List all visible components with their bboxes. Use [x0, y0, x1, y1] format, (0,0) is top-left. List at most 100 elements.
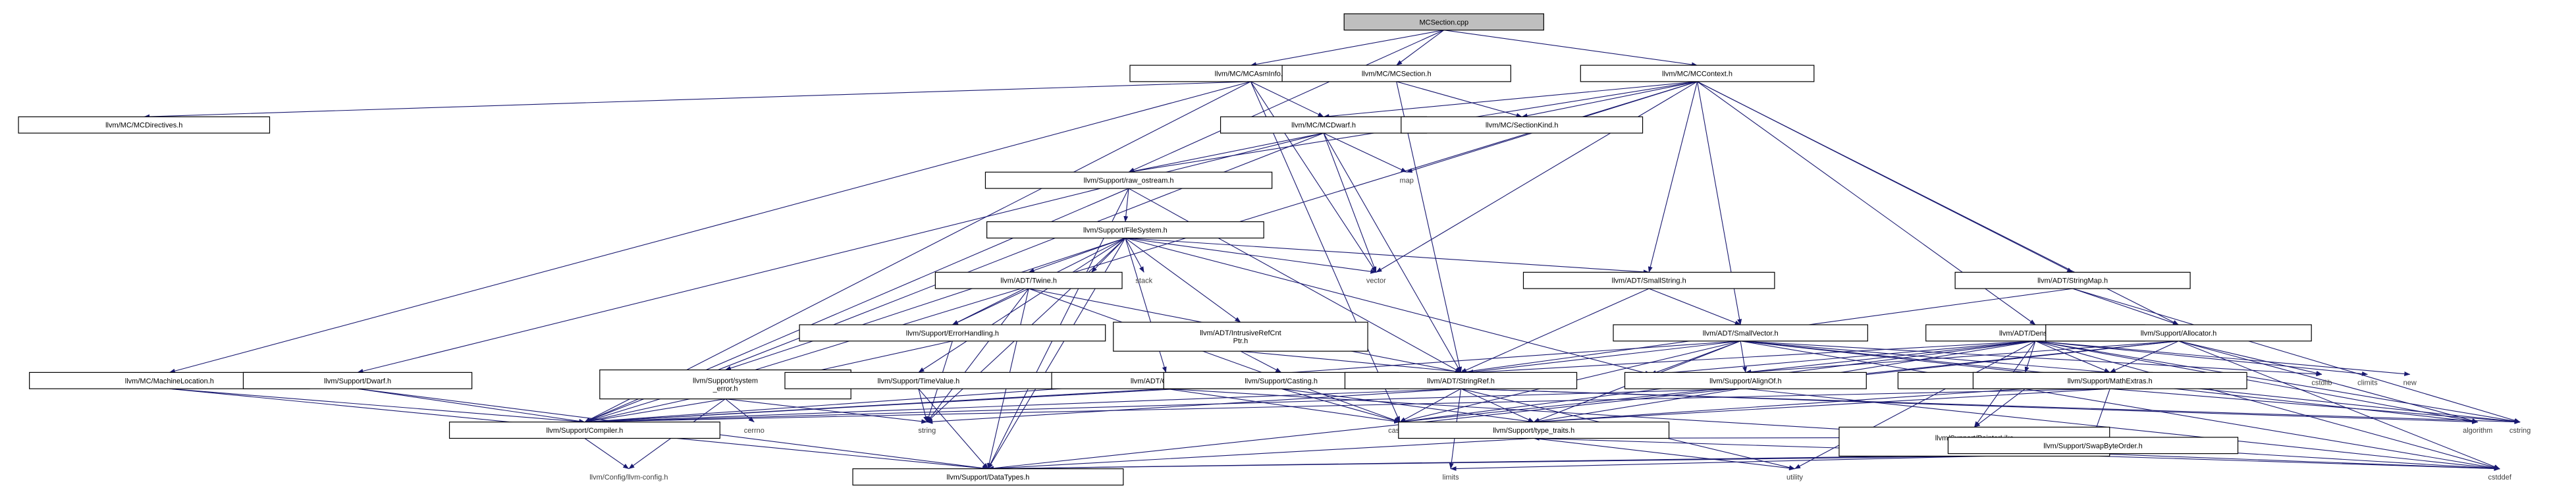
node-allocator[interactable]: llvm/Support/Allocator.h [2045, 324, 2312, 342]
node-mathextras[interactable]: llvm/Support/MathExtras.h [1972, 372, 2247, 389]
edge-mathextras-to-typetraits [1533, 388, 2110, 424]
edge-line [918, 237, 1126, 373]
edge-filesystem-to-stack [1125, 238, 1144, 273]
edge-filesystem-to-owningptr [1125, 238, 1167, 373]
edge-line [1745, 388, 2500, 471]
node-label: llvm/Config/llvm-config.h [589, 474, 668, 482]
edge-densemap-to-mathextras [2035, 341, 2110, 373]
edge-smallvector-to-memory [1467, 341, 1741, 374]
node-stringmap[interactable]: llvm/ADT/StringMap.h [1954, 271, 2191, 289]
node-label: _error.h [712, 385, 738, 393]
edge-smallvector-to-alignof [1740, 341, 1747, 373]
edge-line [2035, 341, 2110, 373]
node-label: llvm/ADT/SmallString.h [1612, 277, 1686, 285]
edge-allocator-to-algorithm [2178, 341, 2479, 423]
node-limits: limits [1443, 474, 1460, 482]
edge-filesystem-to-timevalue [918, 237, 1126, 373]
node-rawostream[interactable]: llvm/Support/raw_ostream.h [984, 171, 1273, 189]
edge-line [584, 81, 1698, 423]
edge-asminfo-to-machineloc [169, 81, 1251, 373]
edge-mccontext-to-sectionkind [1521, 81, 1698, 119]
edge-line [1125, 238, 1167, 373]
node-box [1522, 271, 1775, 289]
node-alignof[interactable]: llvm/Support/AlignOf.h [1624, 372, 1867, 389]
node-stack: stack [1135, 277, 1152, 285]
edge-owningptr-to-cstddef [1166, 388, 2500, 471]
node-twine[interactable]: llvm/ADT/Twine.h [934, 271, 1123, 289]
node-errorhandling[interactable]: llvm/Support/ErrorHandling.h [799, 324, 1106, 342]
edge-line [1250, 30, 1444, 67]
edge-line [357, 388, 585, 424]
edge-line [1533, 388, 2110, 424]
node-box [1624, 372, 1867, 389]
edge-line [1740, 341, 2322, 377]
edge-mccontext-to-vector [1376, 81, 1698, 273]
edge-casting-to-typetraits [1281, 388, 1534, 424]
edge-intrusiveref-to-casting [1240, 350, 1282, 373]
node-label: llvm/MC/MCContext.h [1662, 70, 1732, 78]
edge-line [584, 399, 726, 424]
edge-line [1123, 188, 1129, 223]
node-label: MCSection.cpp [1419, 18, 1468, 26]
edge-line [1534, 437, 1796, 471]
node-mccontext[interactable]: llvm/MC/MCContext.h [1580, 65, 1815, 82]
edge-line [2035, 341, 2521, 424]
edge-asminfo-to-compiler [584, 81, 1251, 423]
edge-root-to-rawostream [1128, 30, 1445, 173]
node-box [1113, 321, 1368, 352]
edge-line [1521, 81, 1698, 119]
edge-mathextras-to-cstring [2110, 388, 2521, 424]
edge-filesystem-to-twine [1028, 237, 1126, 273]
edge-line [1323, 132, 1461, 373]
node-datatypes[interactable]: llvm/Support/DataTypes.h [852, 468, 1124, 486]
edge-line [2093, 453, 2500, 471]
edge-mccontext-to-mcdwarf [1323, 81, 1698, 119]
node-filesystem[interactable]: llvm/Support/FileSystem.h [986, 221, 1264, 238]
node-box [1972, 372, 2247, 389]
edge-line [1740, 341, 2110, 375]
edge-line [1650, 341, 2036, 377]
edge-allocator-to-mathextras [2109, 341, 2179, 373]
node-compiler[interactable]: llvm/Support/Compiler.h [448, 422, 720, 439]
node-box [934, 271, 1123, 289]
node-box [2045, 324, 2312, 342]
edge-line [2072, 288, 2521, 423]
edge-line [144, 81, 1251, 119]
node-box [1343, 13, 1544, 31]
node-stringref[interactable]: llvm/ADT/StringRef.h [1344, 372, 1578, 389]
edge-allocator-to-cstdlib [2178, 341, 2322, 375]
edge-line [1533, 388, 2026, 424]
edge-line [584, 388, 2110, 425]
node-mcdirectives[interactable]: llvm/MC/MCDirectives.h [18, 116, 271, 134]
node-smallstring[interactable]: llvm/ADT/SmallString.h [1522, 271, 1775, 289]
node-box [1580, 65, 1815, 82]
node-timevalue[interactable]: llvm/Support/TimeValue.h [784, 372, 1053, 389]
edge-swapbyteorder-to-cstddef [2093, 453, 2500, 471]
node-swapbyteorder[interactable]: llvm/Support/SwapByteOrder.h [1947, 437, 2239, 455]
edge-line [584, 438, 630, 470]
edge-line [725, 237, 1126, 371]
node-label: llvm/MC/MachineLocation.h [125, 377, 214, 385]
node-root[interactable]: MCSection.cpp [1343, 13, 1544, 31]
edge-twine-to-cassert [1029, 288, 1401, 423]
edge-timevalue-to-string [918, 389, 928, 423]
node-utility: utility [1786, 474, 1804, 482]
edge-line [1323, 132, 1407, 173]
node-label: llvm/Support/DataTypes.h [946, 474, 1029, 482]
node-dwarf[interactable]: llvm/Support/Dwarf.h [242, 372, 473, 389]
node-smallvector[interactable]: llvm/ADT/SmallVector.h [1613, 324, 1868, 342]
edge-line [2035, 341, 2368, 376]
node-label: cstddef [2488, 474, 2511, 482]
edge-allocator-to-cstddef [2178, 341, 2500, 470]
node-label: llvm/ADT/Twine.h [1000, 277, 1057, 285]
edge-line [926, 288, 1029, 423]
edge-line [169, 388, 585, 424]
node-typetraits[interactable]: llvm/Support/type_traits.h [1398, 422, 1670, 439]
node-sectionkind[interactable]: llvm/MC/SectionKind.h [1401, 116, 1644, 134]
node-mcdwarf[interactable]: llvm/MC/MCDwarf.h [1220, 116, 1428, 134]
edge-line [1648, 81, 1698, 273]
node-mcsection[interactable]: llvm/MC/MCSection.h [1281, 65, 1511, 82]
node-label: llvm/ADT/IntrusiveRefCnt [1200, 329, 1281, 337]
